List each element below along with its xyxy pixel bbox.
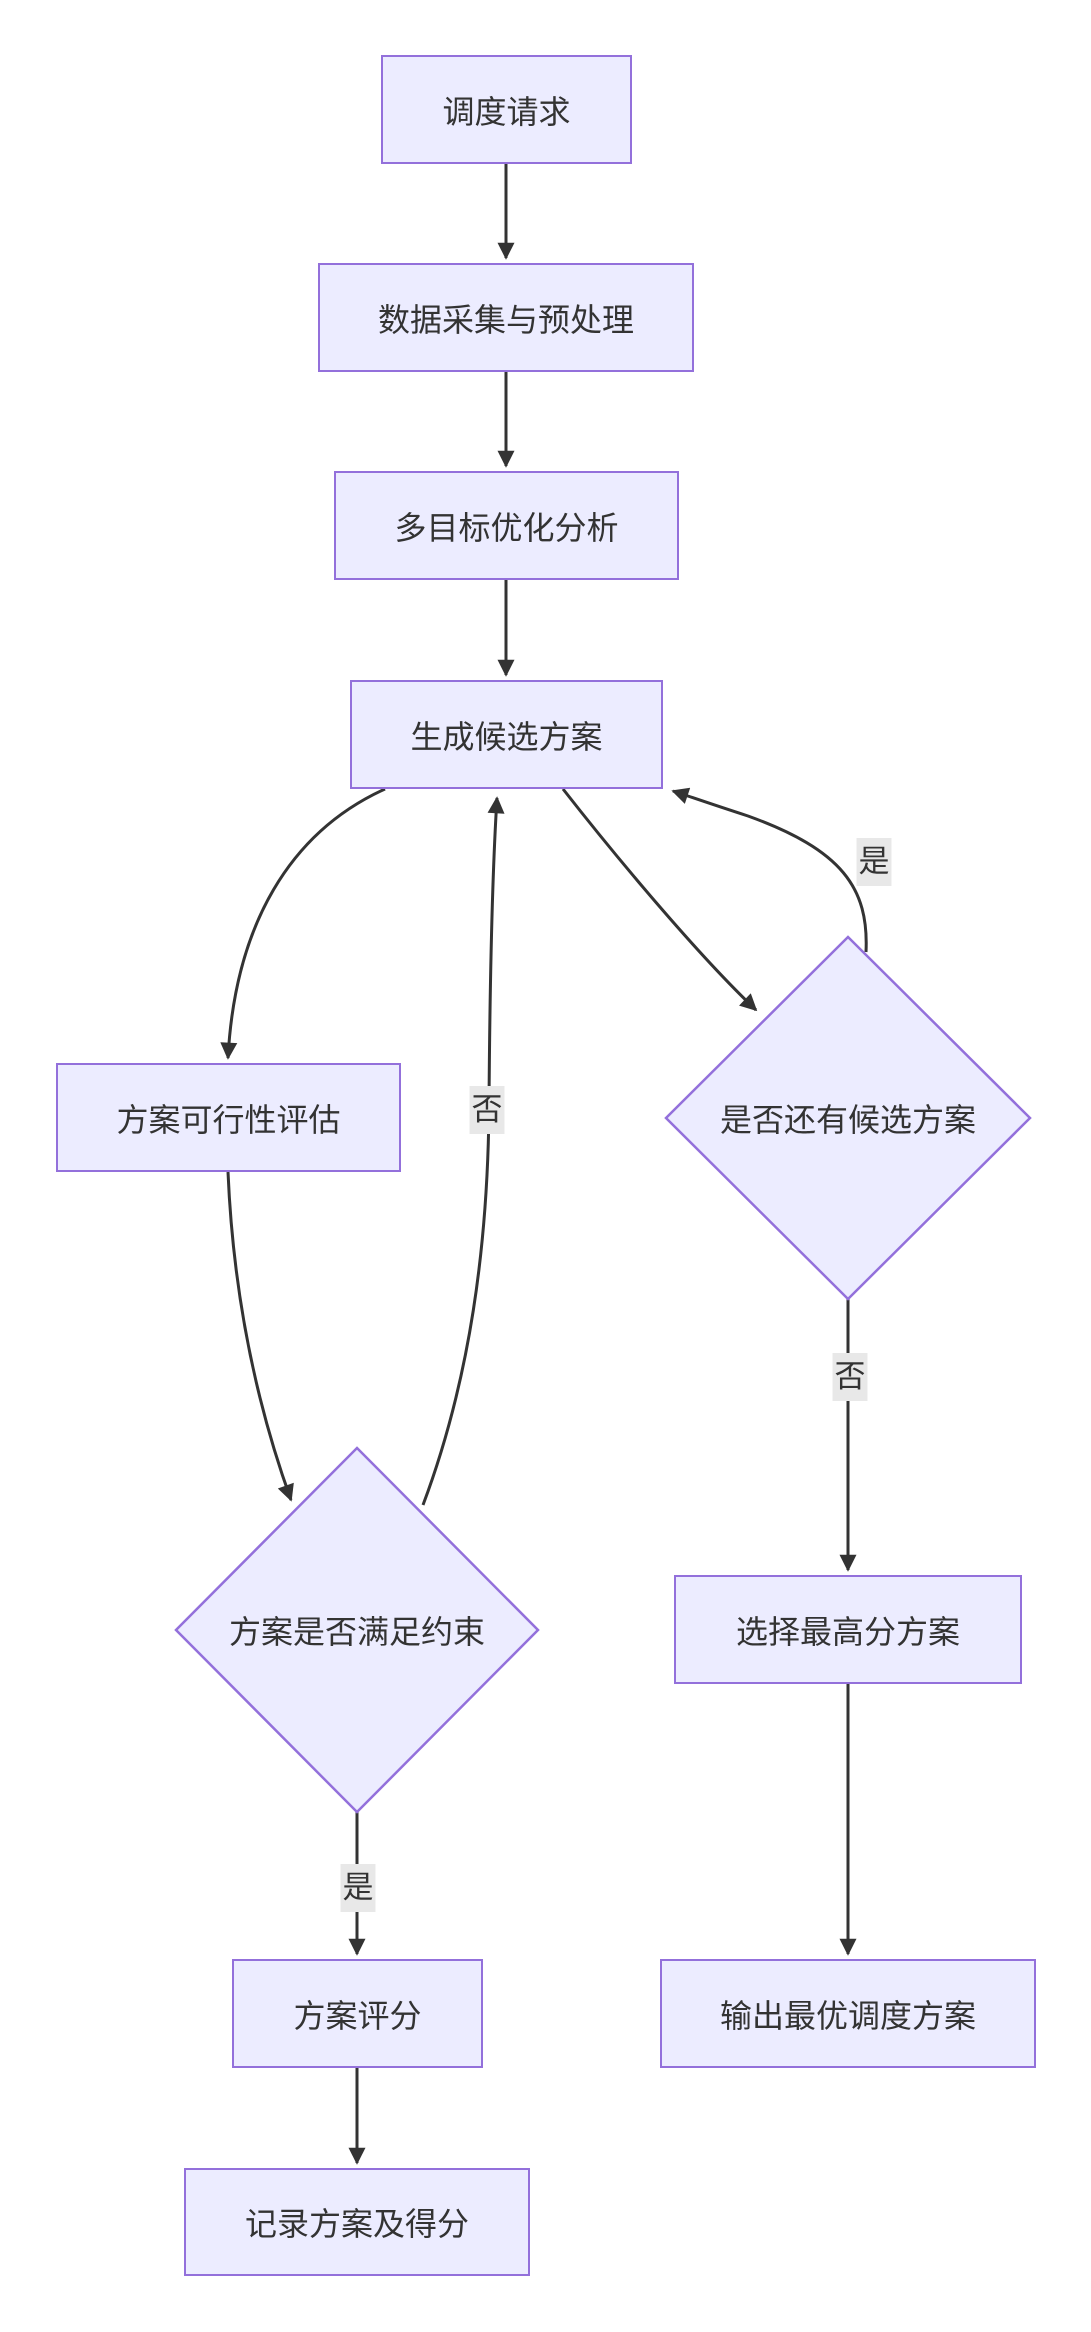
node-output-optimal-plan: 输出最优调度方案 xyxy=(660,1959,1036,2068)
edge-label-no-hasmore-to-selectbest: 否 xyxy=(832,1353,868,1401)
node-output-optimal-plan-label: 输出最优调度方案 xyxy=(719,1997,976,2034)
node-scheduling-request-label: 调度请求 xyxy=(442,93,571,130)
node-multiobjective-optimization: 多目标优化分析 xyxy=(334,471,679,580)
edge-hasmore-yes-to-generate xyxy=(671,787,868,953)
node-select-highest-score: 选择最高分方案 xyxy=(674,1575,1022,1684)
decision-has-more-candidates: 是否还有候选方案 xyxy=(666,1088,1030,1148)
node-feasibility-evaluation-label: 方案可行性评估 xyxy=(116,1101,341,1138)
node-data-collection-preprocessing: 数据采集与预处理 xyxy=(318,263,694,372)
node-generate-candidates: 生成候选方案 xyxy=(350,680,663,789)
node-score-plan: 方案评分 xyxy=(232,1959,483,2068)
decision-satisfies-constraints-shape xyxy=(174,1446,540,1814)
decision-has-more-candidates-shape xyxy=(664,935,1032,1301)
edge-satisfy-no-to-generate xyxy=(421,796,505,1506)
node-record-plan-score: 记录方案及得分 xyxy=(184,2168,530,2276)
node-multiobjective-optimization-label: 多目标优化分析 xyxy=(394,509,619,546)
node-data-collection-preprocessing-label: 数据采集与预处理 xyxy=(377,301,634,338)
node-scheduling-request: 调度请求 xyxy=(381,55,632,164)
decision-has-more-candidates-label: 是否还有候选方案 xyxy=(719,1102,976,1138)
edge-generate-to-evaluate xyxy=(220,787,386,1060)
decision-satisfies-constraints: 方案是否满足约束 xyxy=(176,1600,538,1660)
edge-label-yes-hasmore-to-generate: 是 xyxy=(856,838,892,886)
node-feasibility-evaluation: 方案可行性评估 xyxy=(56,1063,401,1172)
node-score-plan-label: 方案评分 xyxy=(293,1997,422,2034)
edge-label-yes-satisfy-to-score: 是 xyxy=(340,1864,376,1912)
decision-satisfies-constraints-label: 方案是否满足约束 xyxy=(228,1614,485,1650)
node-generate-candidates-label: 生成候选方案 xyxy=(410,718,603,755)
edge-generate-to-hasmore xyxy=(561,788,758,1012)
node-select-highest-score-label: 选择最高分方案 xyxy=(735,1613,960,1650)
edge-label-no-satisfy-to-generate: 否 xyxy=(469,1086,505,1134)
node-record-plan-score-label: 记录方案及得分 xyxy=(244,2206,469,2242)
edge-evaluate-to-satisfy xyxy=(226,1171,294,1502)
